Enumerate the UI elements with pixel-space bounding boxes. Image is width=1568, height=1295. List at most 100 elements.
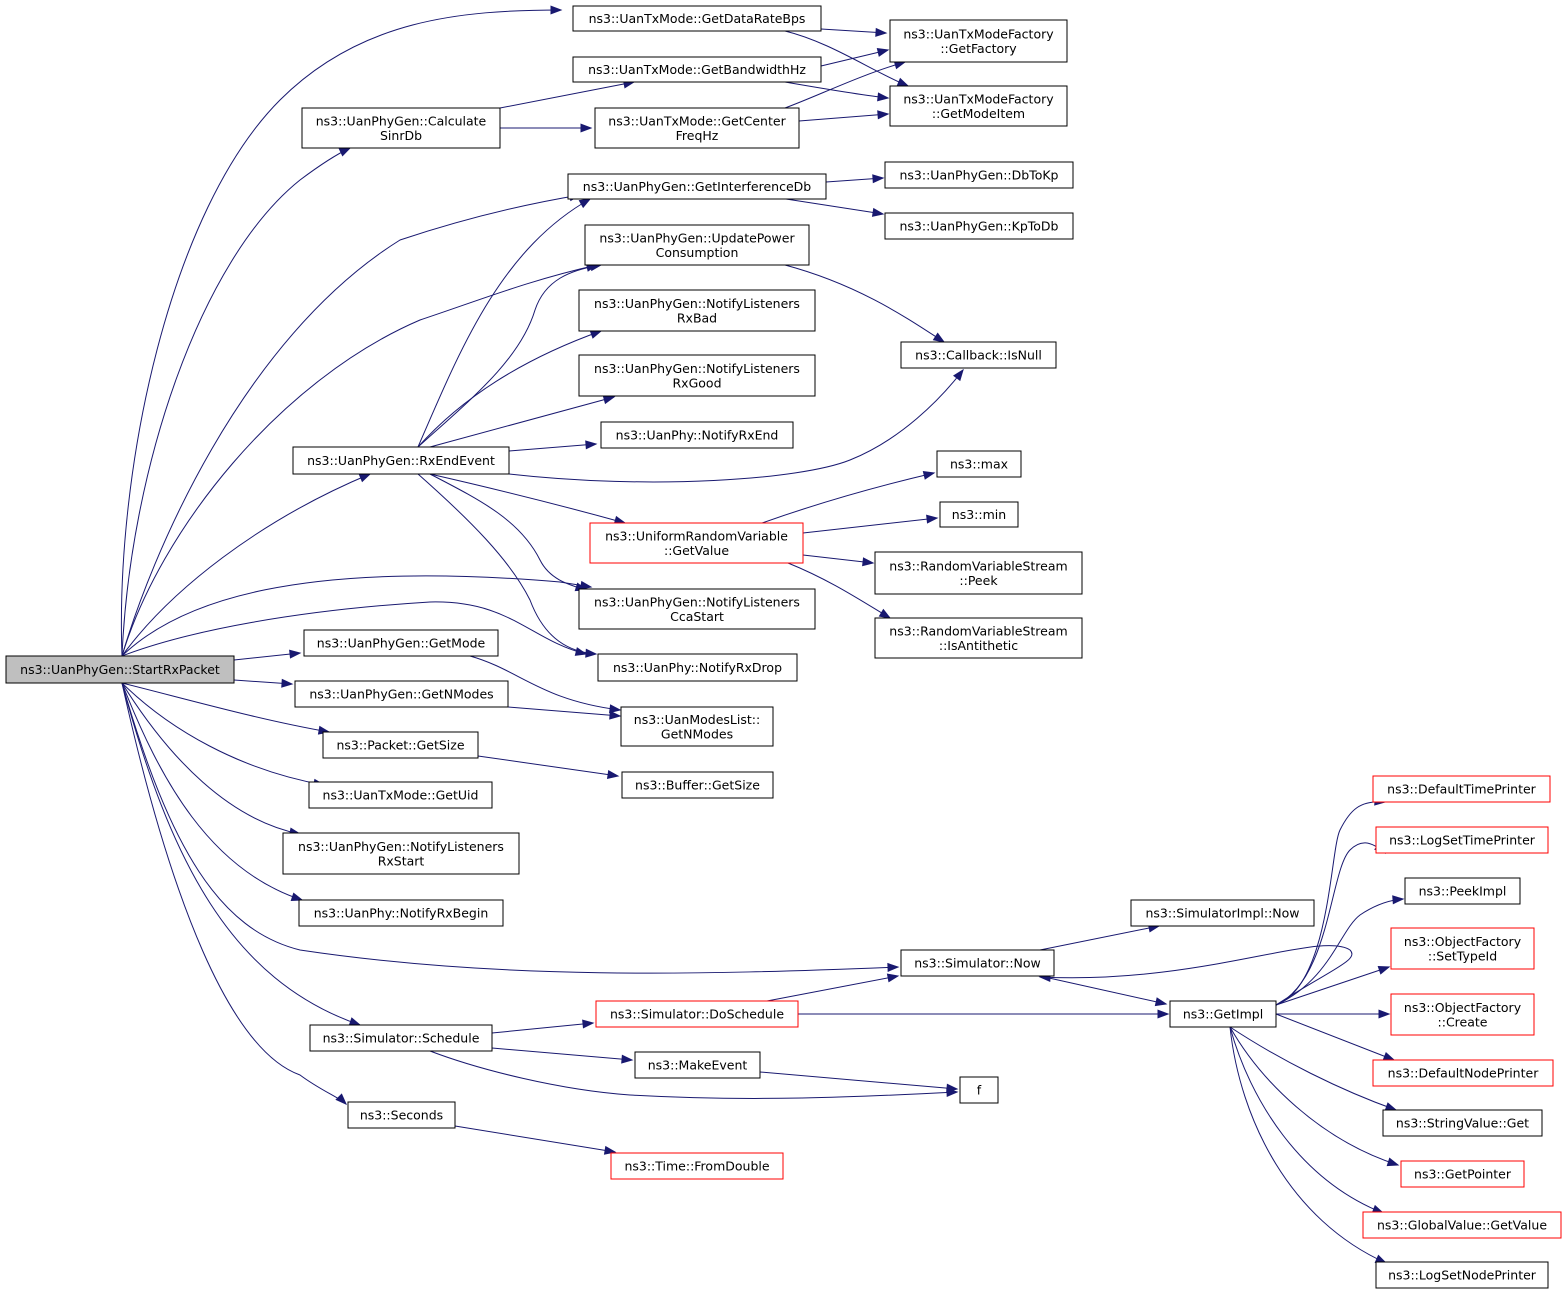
node-label: ns3::UanPhyGen::RxEndEvent bbox=[307, 453, 495, 468]
node-pktsize[interactable]: ns3::Packet::GetSize bbox=[322, 731, 479, 759]
node-getimpl[interactable]: ns3::GetImpl bbox=[1169, 1000, 1277, 1028]
node-urv[interactable]: ns3::UniformRandomVariable::GetValue bbox=[589, 522, 804, 564]
node-gvget[interactable]: ns3::GlobalValue::GetValue bbox=[1362, 1211, 1562, 1239]
node-schedule[interactable]: ns3::Simulator::Schedule bbox=[309, 1024, 493, 1052]
node-isnull[interactable]: ns3::Callback::IsNull bbox=[900, 341, 1057, 369]
node-logstp[interactable]: ns3::LogSetTimePrinter bbox=[1375, 826, 1549, 854]
arrowhead-icon bbox=[606, 770, 620, 779]
node-modeslist[interactable]: ns3::UanModesList::GetNModes bbox=[620, 706, 774, 747]
node-label: ::Peek bbox=[959, 573, 998, 588]
node-label: ::SetTypeId bbox=[1428, 948, 1497, 963]
node-label: ns3::Simulator::Schedule bbox=[323, 1031, 480, 1046]
node-seconds[interactable]: ns3::Seconds bbox=[347, 1101, 456, 1129]
node-f[interactable]: f bbox=[959, 1076, 999, 1104]
node-simimplnow[interactable]: ns3::SimulatorImpl::Now bbox=[1130, 899, 1315, 927]
edge-calcsinr-to-center bbox=[500, 123, 593, 133]
arrowhead-icon bbox=[609, 704, 622, 714]
node-bufsize[interactable]: ns3::Buffer::GetSize bbox=[621, 771, 774, 799]
arrowhead-icon bbox=[886, 973, 900, 983]
node-strget[interactable]: ns3::StringValue::Get bbox=[1382, 1109, 1543, 1137]
node-max[interactable]: ns3::max bbox=[936, 450, 1022, 478]
node-box bbox=[572, 5, 822, 32]
edge-line bbox=[820, 28, 887, 34]
node-label: ::GetModeItem bbox=[932, 106, 1025, 121]
node-box bbox=[589, 522, 804, 564]
arrowhead-icon bbox=[621, 1054, 634, 1064]
node-settypeid[interactable]: ns3::ObjectFactory::SetTypeId bbox=[1390, 927, 1535, 970]
node-ofcreate[interactable]: ns3::ObjectFactory::Create bbox=[1390, 993, 1535, 1036]
edge-line bbox=[785, 198, 884, 215]
node-start[interactable]: ns3::UanPhyGen::StartRxPacket bbox=[5, 655, 235, 684]
node-box bbox=[634, 1051, 761, 1079]
edge-start-to-getmode bbox=[233, 649, 302, 661]
node-label: ns3::LogSetNodePrinter bbox=[1388, 1268, 1537, 1283]
node-dbtokp[interactable]: ns3::UanPhyGen::DbToKp bbox=[884, 161, 1074, 189]
edge-line bbox=[1229, 1026, 1399, 1166]
node-label: ns3::UanPhyGen::StartRxPacket bbox=[20, 662, 220, 677]
node-logsnp[interactable]: ns3::LogSetNodePrinter bbox=[1375, 1261, 1549, 1289]
edge-line bbox=[507, 706, 621, 717]
node-min[interactable]: ns3::min bbox=[939, 501, 1019, 528]
edge-line bbox=[121, 194, 581, 657]
node-label: ns3::Time::FromDouble bbox=[624, 1159, 769, 1174]
node-box bbox=[597, 653, 798, 682]
edge-getimpl-to-getpointer bbox=[1229, 1026, 1400, 1167]
edge-seconds-to-fromdouble bbox=[454, 1125, 617, 1155]
node-layer: ns3::UanPhyGen::StartRxPacketns3::UanTxM… bbox=[5, 5, 1562, 1289]
arrowhead-icon bbox=[580, 123, 593, 133]
node-getmode[interactable]: ns3::UanPhyGen::GetMode bbox=[303, 629, 499, 657]
node-makeevent[interactable]: ns3::MakeEvent bbox=[634, 1051, 761, 1079]
edge-start-to-rxendevent bbox=[121, 473, 372, 657]
node-rxbegin[interactable]: ns3::UanPhy::NotifyRxBegin bbox=[298, 899, 504, 927]
node-label: ns3::UanTxMode::GetUid bbox=[323, 788, 479, 803]
node-getmodeitem[interactable]: ns3::UanTxModeFactory::GetModeItem bbox=[889, 85, 1068, 127]
node-getpointer[interactable]: ns3::GetPointer bbox=[1400, 1160, 1525, 1188]
arrowhead-icon bbox=[1386, 1157, 1400, 1167]
edge-line bbox=[1275, 842, 1386, 1006]
node-simnow[interactable]: ns3::Simulator::Now bbox=[900, 949, 1055, 977]
node-getuid[interactable]: ns3::UanTxMode::GetUid bbox=[308, 781, 493, 809]
edge-line bbox=[1275, 801, 1386, 1006]
node-datarate[interactable]: ns3::UanTxMode::GetDataRateBps bbox=[572, 5, 822, 32]
node-label: ns3::UanPhyGen::GetNModes bbox=[309, 687, 493, 702]
node-fromdouble[interactable]: ns3::Time::FromDouble bbox=[610, 1152, 784, 1180]
node-bandwidth[interactable]: ns3::UanTxMode::GetBandwidthHz bbox=[572, 56, 822, 83]
arrowhead-icon bbox=[887, 962, 900, 972]
node-peek[interactable]: ns3::RandomVariableStream::Peek bbox=[874, 551, 1083, 595]
node-interf[interactable]: ns3::UanPhyGen::GetInterferenceDb bbox=[567, 173, 827, 200]
node-getnmodes[interactable]: ns3::UanPhyGen::GetNModes bbox=[294, 680, 509, 708]
node-getfactory[interactable]: ns3::UanTxModeFactory::GetFactory bbox=[889, 19, 1068, 63]
node-rxdrop[interactable]: ns3::UanPhy::NotifyRxDrop bbox=[597, 653, 798, 682]
edge-start-to-datarate bbox=[120, 5, 563, 657]
node-label: ns3::UanPhy::NotifyRxEnd bbox=[616, 428, 779, 443]
node-isanti[interactable]: ns3::RandomVariableStream::IsAntithetic bbox=[874, 617, 1083, 659]
node-box bbox=[884, 161, 1074, 189]
edge-simnow-to-simimplnow bbox=[1039, 923, 1161, 951]
node-label: CcaStart bbox=[670, 609, 724, 624]
edge-line bbox=[429, 473, 587, 591]
node-kptodb[interactable]: ns3::UanPhyGen::KpToDb bbox=[884, 212, 1074, 240]
node-doschedule[interactable]: ns3::Simulator::DoSchedule bbox=[595, 1000, 799, 1028]
edge-line bbox=[121, 682, 347, 1105]
node-label: ns3::StringValue::Get bbox=[1396, 1116, 1529, 1131]
node-deftp[interactable]: ns3::DefaultTimePrinter bbox=[1372, 775, 1551, 803]
edge-line bbox=[121, 682, 301, 835]
node-rxendevent[interactable]: ns3::UanPhyGen::RxEndEvent bbox=[292, 446, 510, 475]
edge-calcsinr-to-bandwidth bbox=[499, 79, 636, 109]
edge-start-to-seconds bbox=[121, 682, 347, 1105]
node-label: ns3::UanPhyGen::NotifyListeners bbox=[594, 594, 800, 609]
edge-line bbox=[820, 49, 889, 67]
edge-getmode-to-modeslist bbox=[469, 655, 622, 714]
node-rxend[interactable]: ns3::UanPhy::NotifyRxEnd bbox=[600, 421, 794, 449]
node-defnp[interactable]: ns3::DefaultNodePrinter bbox=[1372, 1059, 1554, 1087]
node-peekimpl[interactable]: ns3::PeekImpl bbox=[1404, 877, 1521, 905]
node-box bbox=[1169, 1000, 1277, 1028]
